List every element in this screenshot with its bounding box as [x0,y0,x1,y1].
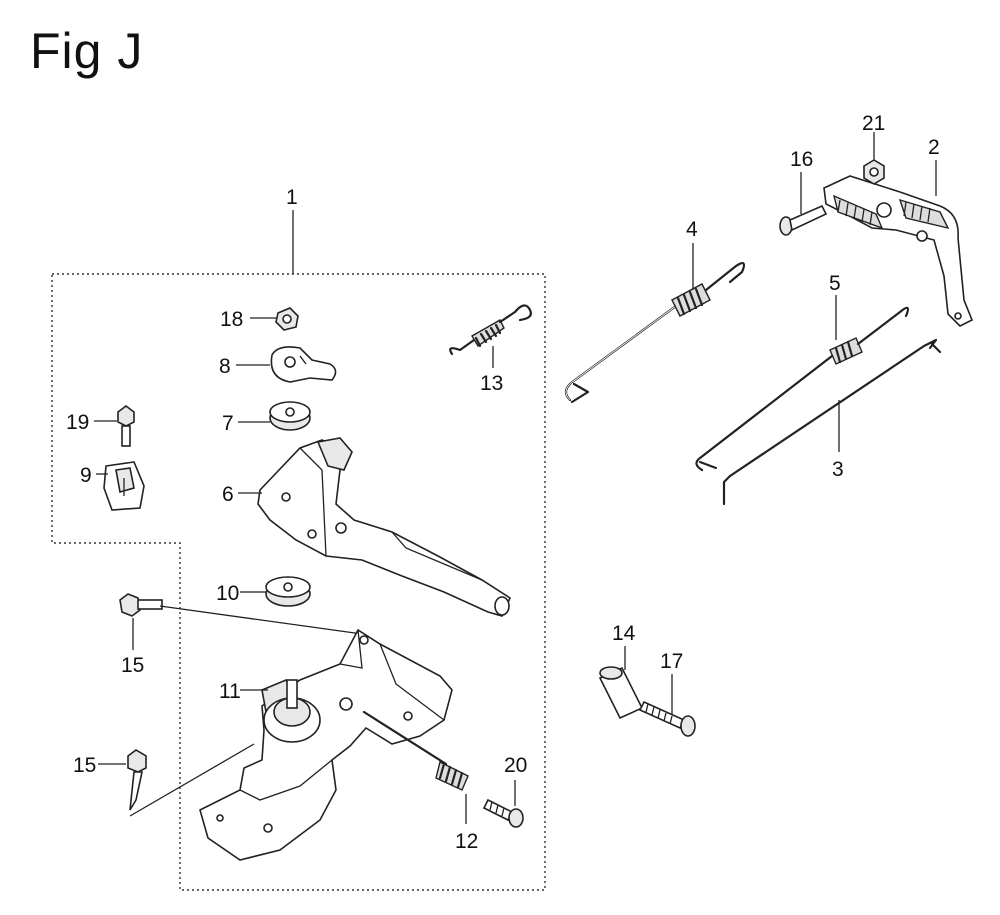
callout-2: 2 [928,136,940,159]
callout-17: 17 [660,650,683,673]
callout-5: 5 [829,272,841,295]
part-21-nut [863,159,885,185]
callout-21: 21 [862,112,885,135]
part-5-spring-rod [695,306,910,472]
part-13-spring [449,304,532,356]
part-14-collar [598,666,644,720]
callout-13: 13 [480,372,503,395]
part-2-lever [823,175,974,327]
part-10-washer [265,576,311,607]
part-6-control-lever [257,437,512,617]
callout-3: 3 [832,458,844,481]
part-16-bolt [779,204,828,236]
callout-9: 9 [80,464,92,487]
part-17-screw [638,700,696,737]
part-15-bolt-lower [127,749,147,811]
callout-6: 6 [222,483,234,506]
callout-12: 12 [455,830,478,853]
callout-18: 18 [220,308,243,331]
callout-7: 7 [222,412,234,435]
part-18-nut [275,307,299,331]
callout-15b: 15 [73,754,96,777]
part-19-bolt [117,405,135,447]
part-9-clip [103,461,145,511]
callout-1: 1 [286,186,298,209]
callout-20: 20 [504,754,527,777]
callout-11: 11 [219,680,241,703]
part-15-bolt-upper [119,593,163,617]
part-3-rod [722,338,942,506]
part-7-washer [269,401,311,431]
part-4-spring-rod [564,262,746,404]
part-20-screw [482,798,524,828]
callout-15a: 15 [121,654,144,677]
leader-15-lower-to-part [129,743,255,817]
leader-15-upper-to-part [159,605,363,635]
figure-title: Fig J [30,23,144,79]
callout-19: 19 [66,411,89,434]
part-11-bracket [199,628,453,861]
callout-8: 8 [219,355,231,378]
callout-16: 16 [790,148,813,171]
callout-10: 10 [216,582,239,605]
part-12-spring [362,710,469,791]
part-8-plate [270,346,337,383]
callout-14: 14 [612,622,636,645]
callout-4: 4 [686,218,698,241]
